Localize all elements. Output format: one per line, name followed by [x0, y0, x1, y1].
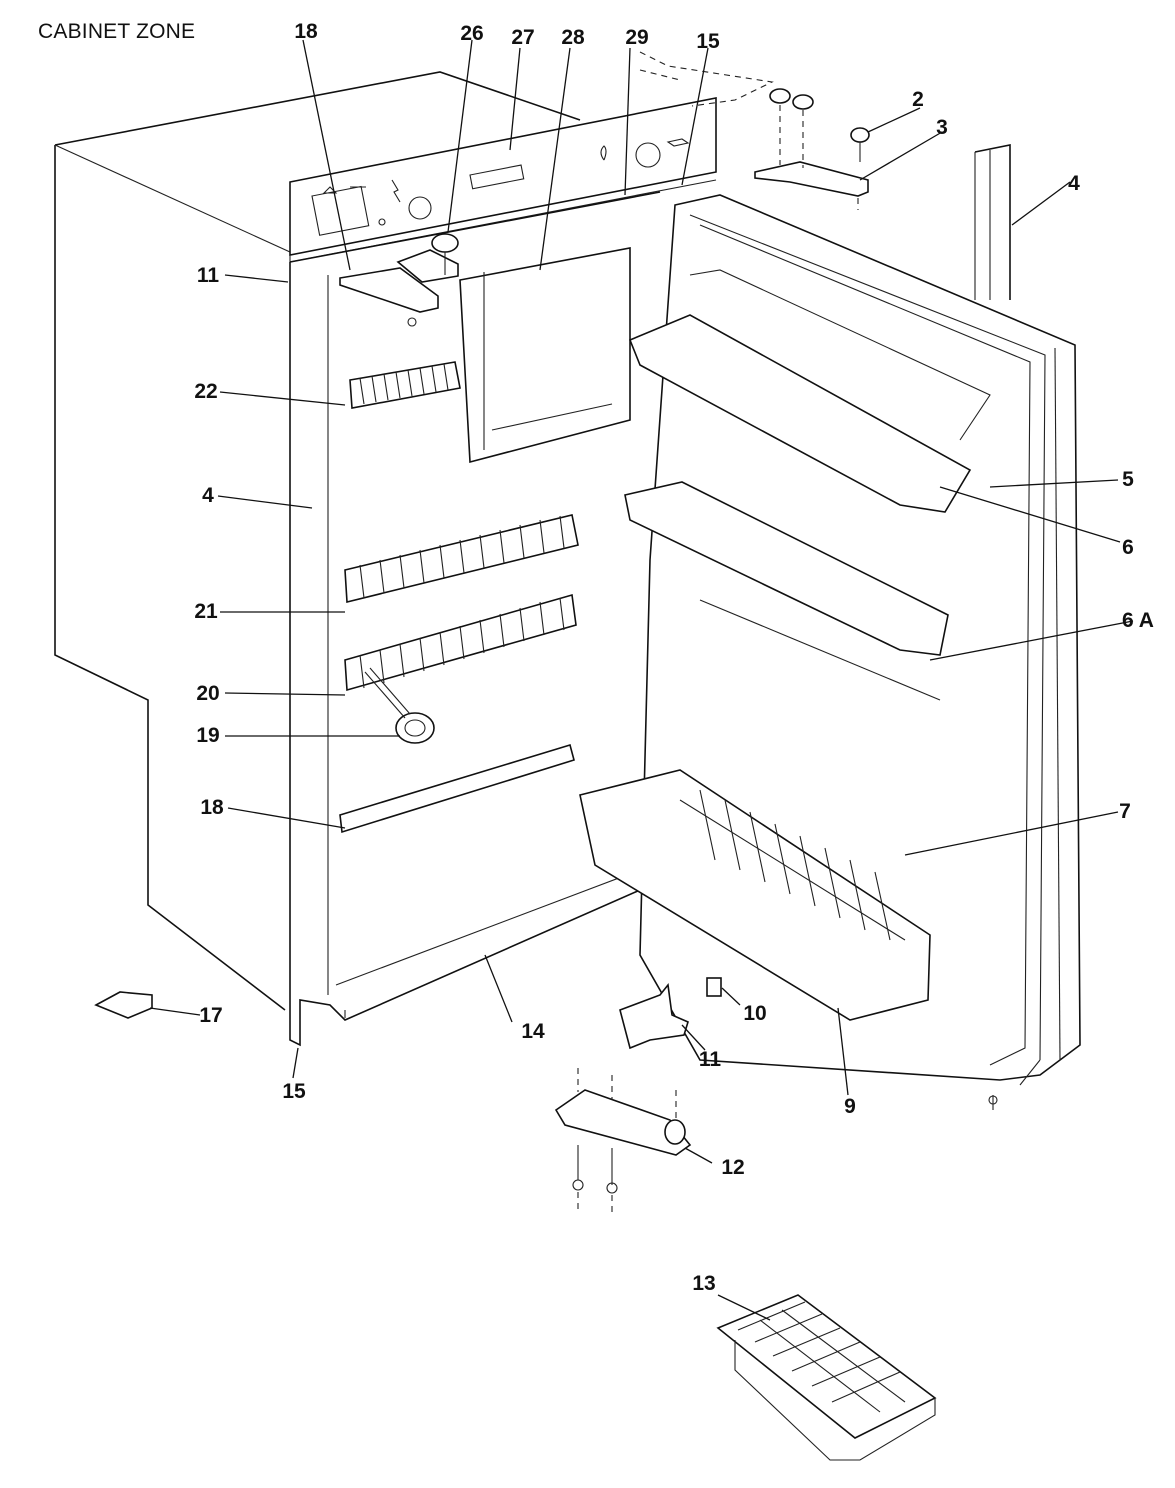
callout-29: 29	[625, 26, 648, 49]
callout-15-bottom: 15	[282, 1080, 306, 1103]
freezer-compartment	[459, 247, 631, 464]
leader-lines	[149, 39, 1134, 1321]
callout-21: 21	[194, 600, 218, 623]
callout-13: 13	[692, 1272, 715, 1295]
lower-hinge-assembly	[554, 977, 998, 1213]
callout-4-door: 4	[1068, 172, 1080, 195]
callout-11-hinge: 11	[699, 1048, 722, 1071]
callout-5: 5	[1122, 468, 1134, 491]
callout-14: 14	[521, 1020, 545, 1043]
callout-10: 10	[743, 1002, 766, 1025]
callout-6: 6	[1122, 536, 1134, 559]
callout-26: 26	[460, 22, 483, 45]
door	[639, 144, 1081, 1086]
callout-7: 7	[1119, 800, 1131, 823]
cabinet-shell	[54, 71, 717, 1047]
callout-12: 12	[721, 1156, 744, 1179]
callout-3: 3	[936, 116, 948, 139]
callout-24: 18	[294, 20, 318, 43]
thermostat-knob	[364, 667, 435, 744]
callout-17: 17	[199, 1004, 222, 1027]
callout-labels: 18 26 27 28 29 15 2 3 4 11 22 4 5 6 6 A …	[194, 20, 1154, 1295]
callout-28: 28	[561, 26, 585, 49]
callout-18: 18	[200, 796, 224, 819]
callout-2: 2	[912, 88, 924, 111]
wire-shelves	[339, 361, 579, 834]
callout-20: 20	[196, 682, 219, 705]
callout-6A: 6 A	[1122, 609, 1154, 632]
callout-11-frame: 11	[197, 264, 220, 287]
page-title: CABINET ZONE	[38, 20, 196, 43]
door-shelves	[579, 269, 991, 1021]
callout-15-top: 15	[696, 30, 720, 53]
control-panel	[311, 138, 690, 236]
callout-19: 19	[196, 724, 219, 747]
ice-tray	[716, 1294, 937, 1461]
callout-22: 22	[194, 380, 217, 403]
right-hinge-assembly	[639, 51, 870, 210]
callout-27: 27	[511, 26, 534, 49]
top-hinge-assembly	[339, 233, 459, 327]
callout-4-frame: 4	[202, 484, 214, 507]
callout-9: 9	[844, 1095, 856, 1118]
cover-cap	[94, 991, 153, 1019]
